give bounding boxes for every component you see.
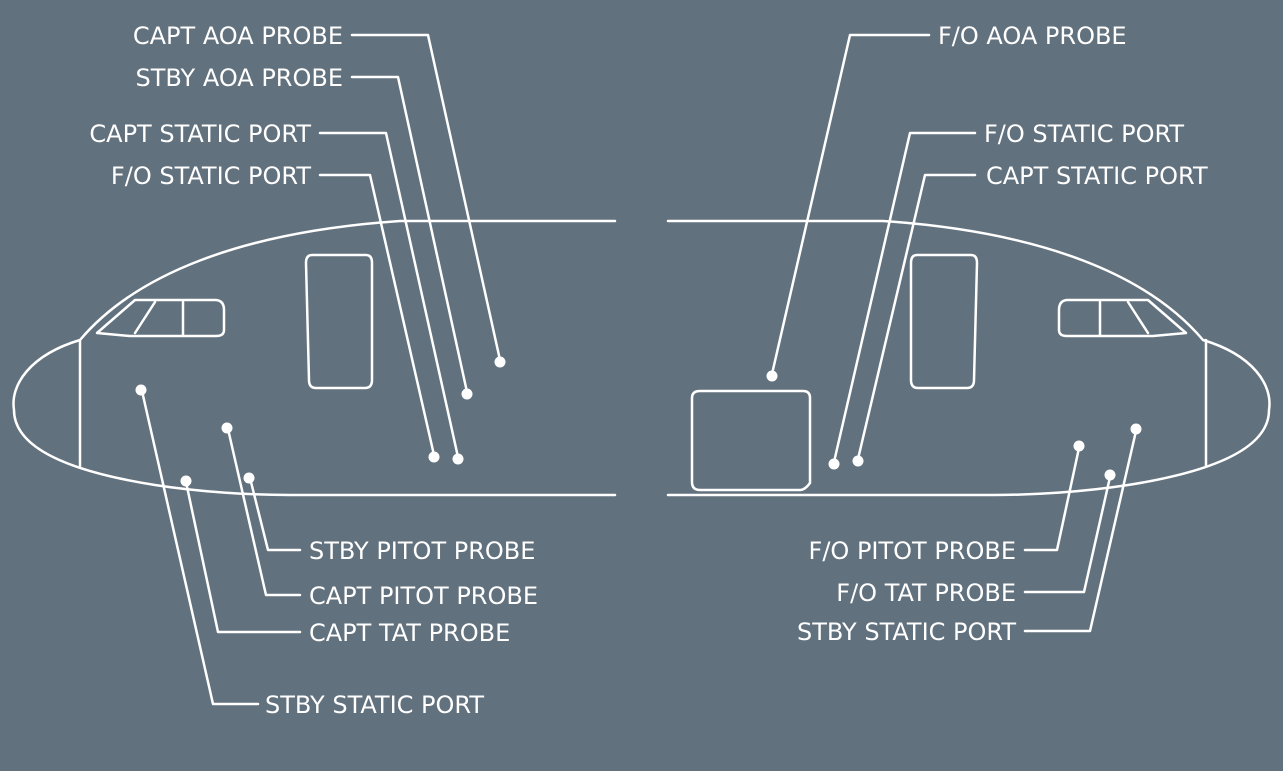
fo-static-port-right-label: F/O STATIC PORT bbox=[984, 120, 1184, 148]
fo-aoa-probe-leader bbox=[770, 33, 931, 376]
stby-aoa-probe-point bbox=[461, 388, 473, 400]
stby-pitot-probe-label: STBY PITOT PROBE bbox=[309, 537, 535, 565]
fo-pitot-probe-point bbox=[1073, 440, 1085, 452]
fo-static-port-right-point bbox=[828, 458, 840, 470]
left-fuselage-top-outline bbox=[12, 219, 617, 497]
capt-aoa-probe-leader bbox=[350, 33, 502, 362]
stby-aoa-probe-label: STBY AOA PROBE bbox=[135, 64, 343, 92]
capt-static-port-right-leader bbox=[856, 173, 977, 461]
fo-static-port-left-label: F/O STATIC PORT bbox=[111, 162, 311, 190]
fo-aoa-probe-label: F/O AOA PROBE bbox=[938, 22, 1127, 50]
left-fuselage bbox=[12, 219, 617, 497]
capt-static-port-left-label: CAPT STATIC PORT bbox=[89, 120, 311, 148]
stby-static-port-left-label: STBY STATIC PORT bbox=[265, 691, 484, 719]
left-window-divider-1 bbox=[133, 300, 157, 335]
right-cargo-door bbox=[690, 389, 812, 492]
capt-static-port-right-label: CAPT STATIC PORT bbox=[986, 162, 1208, 190]
capt-aoa-probe-point bbox=[494, 356, 506, 368]
capt-aoa-probe-label: CAPT AOA PROBE bbox=[133, 22, 343, 50]
capt-static-port-left-point bbox=[452, 453, 464, 465]
stby-static-port-left-point bbox=[135, 384, 147, 396]
fo-static-port-left-point bbox=[428, 451, 440, 463]
stby-pitot-probe-point bbox=[243, 472, 255, 484]
left-door bbox=[304, 253, 374, 390]
fo-aoa-probe-point bbox=[766, 370, 778, 382]
stby-pitot-probe-leader bbox=[248, 476, 302, 552]
right-fuselage bbox=[666, 219, 1271, 497]
right-fuselage-top-outline bbox=[666, 219, 1271, 497]
capt-pitot-probe-point bbox=[221, 422, 233, 434]
capt-static-port-left-leader bbox=[318, 131, 460, 459]
capt-tat-probe-label: CAPT TAT PROBE bbox=[309, 619, 510, 647]
fo-static-port-left-leader bbox=[318, 173, 436, 457]
stby-static-port-right-label: STBY STATIC PORT bbox=[797, 618, 1016, 646]
fo-tat-probe-point bbox=[1104, 469, 1116, 481]
fo-pitot-probe-label: F/O PITOT PROBE bbox=[809, 537, 1016, 565]
right-callouts: F/O AOA PROBE F/O STATIC PORT CAPT STATI… bbox=[766, 22, 1208, 646]
left-cockpit-window bbox=[95, 298, 226, 338]
capt-pitot-probe-label: CAPT PITOT PROBE bbox=[309, 582, 538, 610]
stby-aoa-probe-leader bbox=[350, 75, 469, 394]
capt-pitot-probe-leader bbox=[226, 427, 302, 597]
stby-static-port-right-leader bbox=[1023, 429, 1138, 633]
fo-tat-probe-leader bbox=[1023, 475, 1112, 594]
stby-static-port-left-leader bbox=[140, 389, 260, 706]
right-door bbox=[909, 253, 979, 390]
fo-static-port-right-leader bbox=[832, 131, 977, 464]
stby-static-port-right-point bbox=[1130, 423, 1142, 435]
capt-tat-probe-point bbox=[180, 475, 192, 487]
capt-tat-probe-leader bbox=[184, 480, 302, 634]
fo-tat-probe-label: F/O TAT PROBE bbox=[836, 579, 1016, 607]
right-cockpit-window bbox=[1057, 298, 1188, 338]
right-window-divider-1 bbox=[1126, 300, 1150, 335]
capt-static-port-right-point bbox=[852, 455, 864, 467]
fo-pitot-probe-leader bbox=[1023, 446, 1081, 552]
left-callouts: CAPT AOA PROBE STBY AOA PROBE CAPT STATI… bbox=[89, 22, 538, 719]
